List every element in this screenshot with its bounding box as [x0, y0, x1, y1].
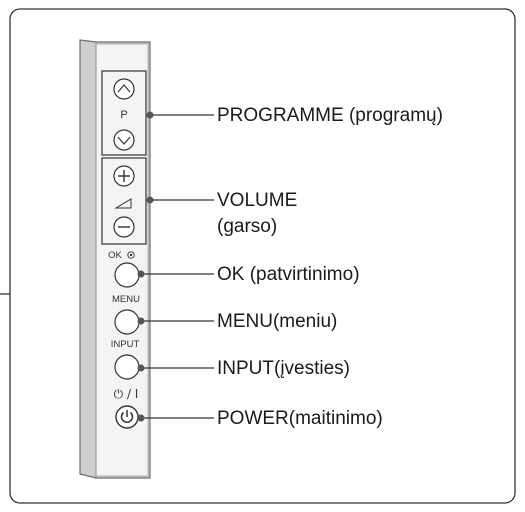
volume-triangle-icon: [114, 198, 132, 209]
leader-programme: [146, 111, 214, 119]
power-label: ⏻ / I: [114, 387, 139, 401]
power-button[interactable]: [115, 405, 139, 429]
callout-input: INPUT(įvesties): [217, 358, 351, 379]
programme-up-button[interactable]: [113, 78, 135, 100]
leader-menu: [137, 317, 214, 325]
side-panel-inner: [95, 43, 149, 477]
leader-ok: [137, 270, 214, 278]
input-label: INPUT: [111, 339, 140, 350]
programme-down-button[interactable]: [113, 129, 135, 151]
callout-programme: PROGRAMME (programų): [217, 105, 443, 126]
callout-volume-title: VOLUME: [217, 190, 298, 211]
volume-down-button[interactable]: [113, 216, 135, 238]
plus-icon: [118, 170, 130, 182]
volume-up-button[interactable]: [113, 165, 135, 187]
callout-power: POWER(maitinimo): [217, 408, 383, 429]
power-icon: [120, 410, 134, 423]
callout-volume-subtitle: (garso): [217, 216, 278, 237]
programme-group-box: [101, 70, 147, 156]
chevron-up-icon: [117, 84, 131, 93]
ok-label: OK: [108, 250, 122, 261]
leader-power: [137, 414, 214, 422]
menu-label: MENU: [112, 294, 140, 305]
callout-menu: MENU(meniu): [217, 311, 338, 332]
callout-ok: OK (patvirtinimo): [217, 264, 360, 285]
outer-frame: [9, 8, 516, 504]
volume-group-box: [101, 157, 147, 245]
chevron-down-icon: [117, 136, 131, 145]
menu-button[interactable]: [114, 309, 140, 335]
leader-volume: [146, 196, 214, 204]
ok-dot-icon: [127, 251, 135, 259]
ok-button[interactable]: [114, 262, 140, 288]
input-button[interactable]: [114, 354, 140, 380]
programme-letter: P: [120, 109, 127, 121]
leader-input: [137, 364, 214, 372]
